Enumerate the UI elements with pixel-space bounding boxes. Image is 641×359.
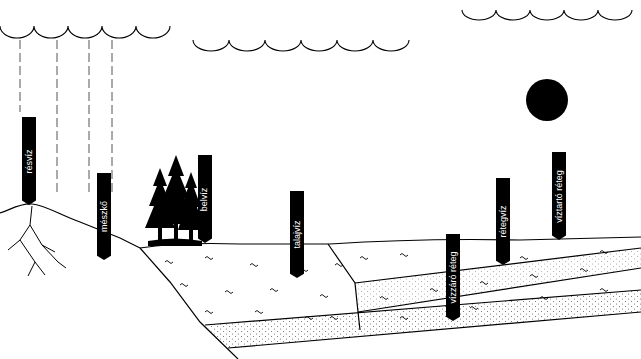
water-label: mészkő <box>100 201 109 232</box>
label-bar: résvíz <box>22 117 36 205</box>
label-bar: belvíz <box>198 155 212 243</box>
water-label: vízzáró réteg <box>449 251 458 303</box>
water-label: víztartó réteg <box>555 170 564 223</box>
water-label: rétegvíz <box>499 205 508 237</box>
label-bar: talajvíz <box>290 191 304 278</box>
cloud <box>0 10 632 51</box>
terrain <box>0 204 641 359</box>
rock-crack <box>8 206 66 276</box>
label-bar: víztartó réteg <box>552 152 566 240</box>
water-label: talajvíz <box>293 220 302 248</box>
label-bar: mészkő <box>97 173 111 260</box>
tree <box>145 155 204 246</box>
label-bar: vízzáró réteg <box>446 234 460 321</box>
water-mark <box>165 251 608 320</box>
label-bar: rétegvíz <box>496 178 510 265</box>
sun <box>526 79 568 121</box>
water-label: belvíz <box>201 187 210 211</box>
water-label: résvíz <box>25 149 34 173</box>
